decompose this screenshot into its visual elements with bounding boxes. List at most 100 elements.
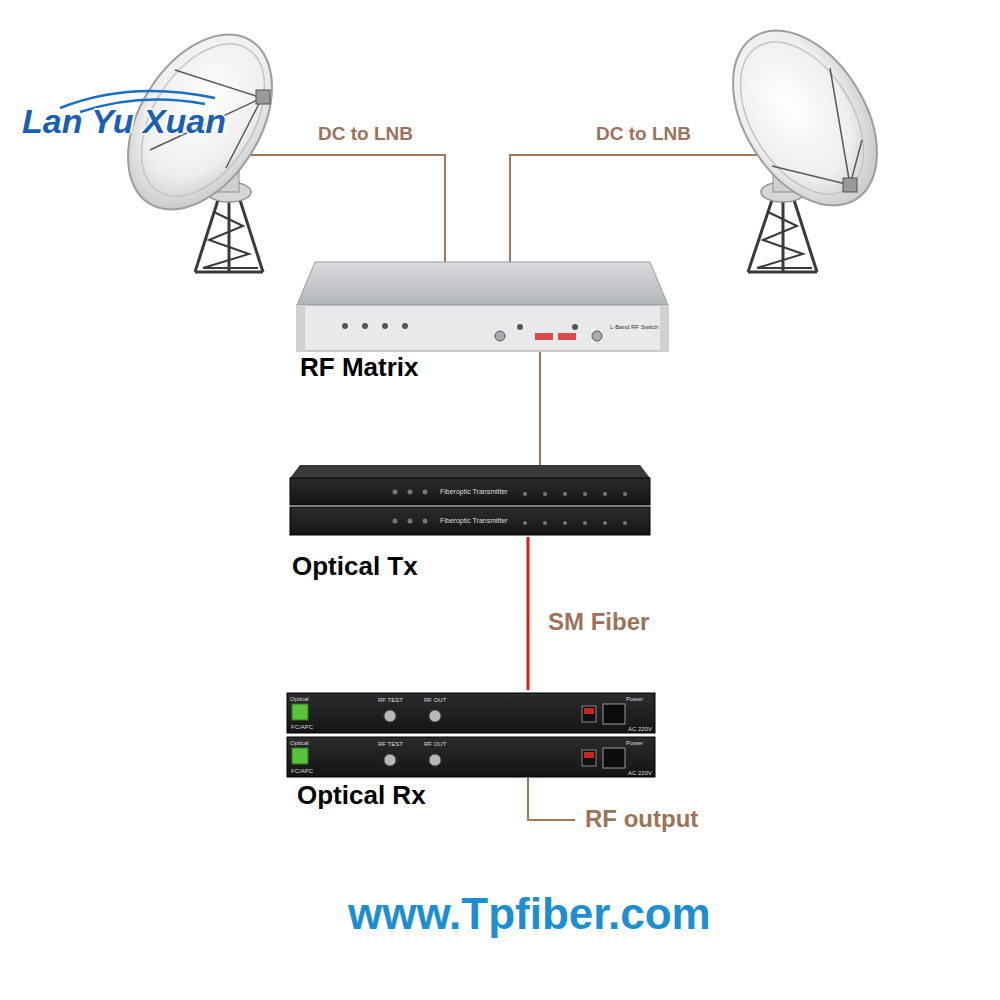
optical-rx-chassis <box>287 693 655 777</box>
lattice-tower <box>203 212 258 268</box>
indicator-led <box>382 323 388 329</box>
panel-text: FC/APC <box>291 724 313 730</box>
indicator-led <box>603 492 607 496</box>
edge-label: SM Fiber <box>548 608 649 636</box>
rf-output-wire <box>528 778 575 820</box>
indicator-led <box>402 323 408 329</box>
feed-arm <box>830 68 850 185</box>
panel-text: RF TEST <box>378 697 403 703</box>
power-switch <box>584 752 594 758</box>
watermark: Lan Yu Xuan <box>22 104 226 138</box>
panel-text: AC 220V <box>628 726 652 732</box>
indicator-led <box>563 521 567 525</box>
feed-arm <box>772 166 850 185</box>
output-label: RF output <box>585 807 698 831</box>
indicator-led <box>517 324 523 330</box>
rf-connector <box>384 754 396 766</box>
indicator-led <box>572 324 578 330</box>
indicator-led <box>393 519 398 524</box>
indicator-led <box>523 521 527 525</box>
rf-matrix-node: RF Matrix <box>297 262 668 352</box>
lnb-feed <box>256 90 270 104</box>
panel-text: Optical <box>290 696 309 702</box>
feed-arm <box>772 68 862 185</box>
rf-connector <box>495 331 602 341</box>
indicator-led <box>543 521 547 525</box>
rf-connector <box>384 710 396 722</box>
device-label: Optical Rx <box>297 780 426 811</box>
rf-connector <box>592 331 602 341</box>
power-switch <box>582 750 596 766</box>
wire-label: DC to LNB <box>596 124 691 143</box>
ac-socket <box>603 748 625 768</box>
chassis-top <box>290 465 650 478</box>
optical-tx-node: Optical Tx <box>290 465 650 537</box>
dc-wire <box>510 155 772 262</box>
indicator-led <box>623 521 627 525</box>
lattice-tower <box>748 200 817 272</box>
panel-text: Fiberoptic Transmitter <box>440 488 508 495</box>
device-label: Optical Tx <box>292 551 418 582</box>
indicator-led <box>603 521 607 525</box>
fiber-link <box>527 537 530 690</box>
website-url: www.Tpfiber.com <box>348 892 711 936</box>
dish-reflector <box>703 5 907 231</box>
indicator-led <box>423 519 428 524</box>
ac-socket <box>603 704 625 724</box>
front-panel <box>287 693 655 733</box>
indicator-led <box>423 490 428 495</box>
dip-switch <box>558 333 576 340</box>
indicator-led <box>393 490 628 526</box>
indicator-led <box>583 492 587 496</box>
front-panel <box>287 737 655 777</box>
optical-rx-node: Optical Rx <box>287 690 655 778</box>
indicator-led <box>408 519 413 524</box>
device-label: RF Matrix <box>300 352 418 383</box>
panel-text: Power <box>626 696 643 702</box>
lattice-tower <box>195 271 263 274</box>
dip-switch <box>535 333 553 340</box>
panel-text: L-Band RF Switch <box>610 324 658 330</box>
satellite-dish <box>703 5 907 272</box>
indicator-led <box>523 492 527 496</box>
panel-text: FC/APC <box>291 768 313 774</box>
dish-rim <box>715 20 889 215</box>
power-switch <box>582 706 596 766</box>
lnb-feed <box>843 178 857 192</box>
dc-wire <box>243 155 445 262</box>
indicator-led <box>583 521 587 525</box>
lattice-tower <box>195 200 218 272</box>
optical-tx-chassis <box>290 465 650 535</box>
panel-text: AC 220V <box>628 770 652 776</box>
rf-connector <box>429 754 441 766</box>
lattice-tower <box>748 271 817 274</box>
rack-ear <box>660 305 668 351</box>
rf-connector <box>384 710 441 766</box>
dip-switch <box>535 333 576 340</box>
lattice-tower <box>748 200 772 272</box>
indicator-led <box>362 323 368 329</box>
panel-text: RF OUT <box>424 741 446 747</box>
satellite-dish <box>98 9 302 272</box>
indicator-led <box>543 492 547 496</box>
panel-text: Power <box>626 740 643 746</box>
panel-text: Fiberoptic Transmitter <box>440 517 508 524</box>
front-panel <box>290 507 650 535</box>
optical-port <box>292 704 308 720</box>
power-switch <box>584 708 594 714</box>
indicator-led <box>408 490 413 495</box>
lattice-tower <box>240 200 263 272</box>
rf-cable <box>539 352 541 465</box>
indicator-led <box>393 490 398 495</box>
optical-port <box>292 748 308 764</box>
front-panel <box>297 305 668 351</box>
dc-wire <box>243 155 772 820</box>
panel-text: Optical <box>290 740 309 746</box>
rf-connector <box>495 331 505 341</box>
front-panel <box>290 478 650 505</box>
chassis-top <box>297 262 668 305</box>
power-switch <box>582 706 596 722</box>
